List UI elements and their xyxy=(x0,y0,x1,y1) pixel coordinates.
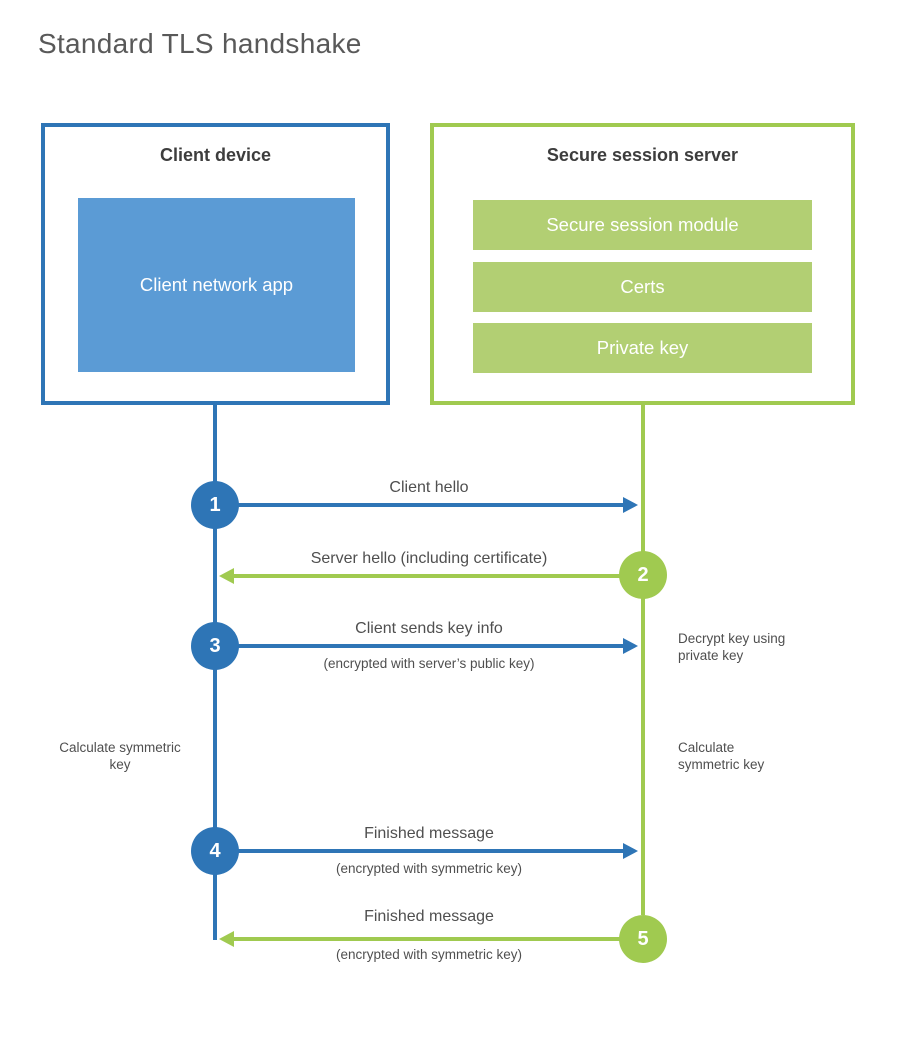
client-device-title: Client device xyxy=(159,145,272,165)
step-circle-3: 3 xyxy=(191,622,239,670)
arrow-label-step5: Finished message xyxy=(364,908,494,925)
arrowhead-left-icon xyxy=(219,568,234,584)
step-circle-5: 5 xyxy=(619,915,667,963)
server-module-secure-session: Secure session module xyxy=(473,200,812,250)
arrowhead-right-icon xyxy=(623,497,638,513)
client-lifeline xyxy=(213,405,217,940)
side-note-calculate-symmetric-key-client: Calculate symmetric key xyxy=(59,740,181,772)
arrow-label-step1: Client hello xyxy=(389,479,469,496)
server-module-certs: Certs xyxy=(473,262,812,312)
step-circle-1: 1 xyxy=(191,481,239,529)
step-circle-4: 4 xyxy=(191,827,239,875)
arrow-sublabel-step5: (encrypted with symmetric key) xyxy=(335,947,523,962)
arrow-step1-line xyxy=(215,503,625,507)
step-number-3: 3 xyxy=(209,635,221,657)
arrow-label-step4: Finished message xyxy=(364,825,494,842)
arrow-step3-line xyxy=(237,644,625,648)
secure-session-server-title: Secure session server xyxy=(546,145,739,165)
server-module-private-key: Private key xyxy=(473,323,812,373)
arrow-step5-line xyxy=(231,937,621,941)
page-title: Standard TLS handshake xyxy=(38,28,362,59)
arrow-label-step3: Client sends key info xyxy=(355,620,503,637)
arrowhead-right-icon xyxy=(623,843,638,859)
step-number-5: 5 xyxy=(637,928,649,950)
side-note-decrypt-key: Decrypt key using private key xyxy=(678,631,786,663)
client-network-app-label: Client network app xyxy=(139,274,294,295)
arrow-label-step2: Server hello (including certificate) xyxy=(310,550,548,567)
server-lifeline xyxy=(641,405,645,915)
arrowhead-left-icon xyxy=(219,931,234,947)
side-note-calculate-symmetric-key-server: Calculate symmetric key xyxy=(678,740,765,772)
arrow-sublabel-step4: (encrypted with symmetric key) xyxy=(335,861,523,876)
step-number-4: 4 xyxy=(209,840,221,862)
step-number-1: 1 xyxy=(209,494,221,516)
client-network-app-module: Client network app xyxy=(78,198,355,372)
arrow-step2-line xyxy=(231,574,621,578)
arrowhead-right-icon xyxy=(623,638,638,654)
step-number-2: 2 xyxy=(637,564,649,586)
arrow-sublabel-step3: (encrypted with server’s public key) xyxy=(323,656,535,671)
arrow-step4-line xyxy=(237,849,625,853)
step-circle-2: 2 xyxy=(619,551,667,599)
